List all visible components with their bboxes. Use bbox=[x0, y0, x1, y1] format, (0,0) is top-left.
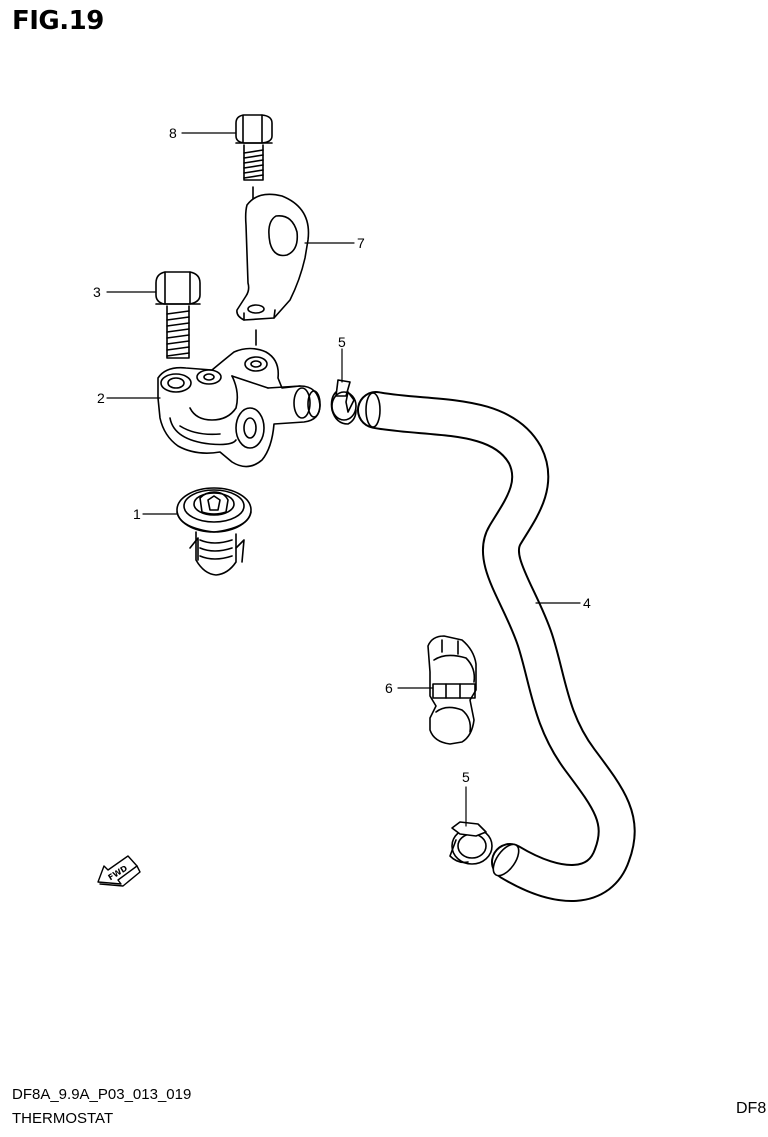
hose-clamp bbox=[427, 635, 477, 745]
thermostat-cover bbox=[157, 347, 321, 468]
bracket-bolt bbox=[235, 114, 273, 181]
water-hose-end-lower bbox=[492, 843, 520, 877]
cover-bolt bbox=[155, 271, 201, 359]
callout-5-upper: 5 bbox=[338, 334, 346, 350]
figure-name: THERMOSTAT bbox=[12, 1110, 114, 1127]
callout-4: 4 bbox=[583, 595, 591, 611]
callout-5-lower: 5 bbox=[462, 769, 470, 785]
water-hose-end-upper bbox=[365, 392, 381, 428]
thermostat bbox=[176, 487, 252, 576]
callout-1: 1 bbox=[133, 506, 141, 522]
callout-2: 2 bbox=[97, 390, 105, 406]
water-hose-body bbox=[359, 393, 634, 900]
figure-title: FIG.19 bbox=[12, 6, 104, 36]
hose-clip-upper bbox=[330, 379, 357, 425]
callout-8: 8 bbox=[169, 125, 177, 141]
callout-6: 6 bbox=[385, 680, 393, 696]
bracket bbox=[236, 193, 310, 321]
hose-clip-lower bbox=[449, 821, 493, 865]
callout-7: 7 bbox=[357, 235, 365, 251]
figure-code-truncated: DF8 bbox=[736, 1100, 767, 1117]
figure-code: DF8A_9.9A_P03_013_019 bbox=[12, 1086, 192, 1103]
callout-3: 3 bbox=[93, 284, 101, 300]
fwd-arrow-icon bbox=[97, 855, 141, 887]
water-hose-outline bbox=[357, 391, 636, 902]
leader-lines bbox=[106, 132, 581, 827]
